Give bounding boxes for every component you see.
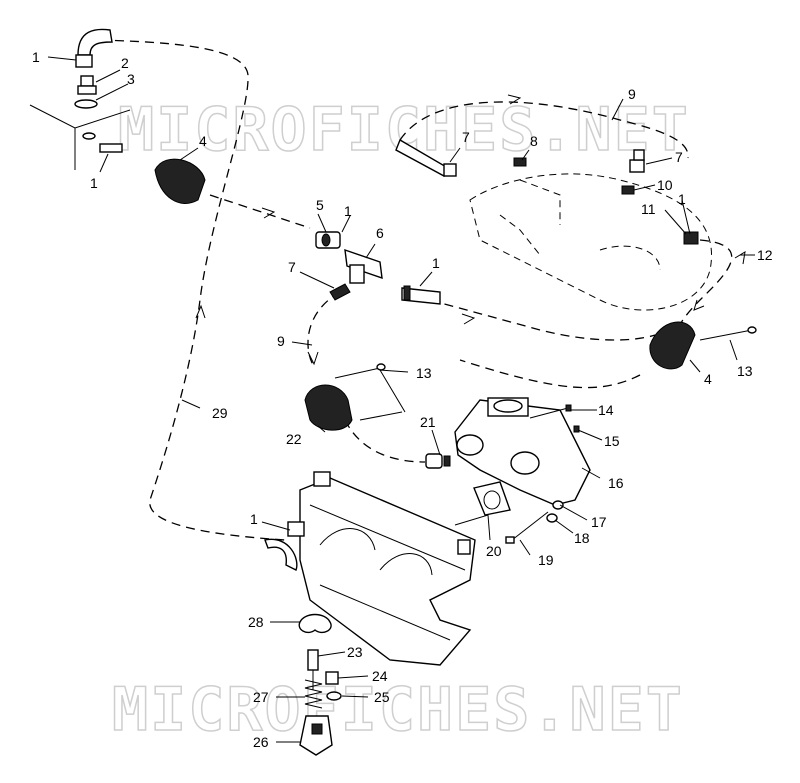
- callout-21: 21: [420, 414, 436, 430]
- callout-19: 19: [538, 552, 554, 568]
- part-28-gasket: [298, 613, 332, 634]
- part-17-washer: [552, 500, 564, 510]
- part-7-elbow-left: [329, 283, 351, 301]
- part-4-hose-right: [649, 321, 696, 370]
- part-1-hose-lower: [264, 521, 305, 571]
- callout-6: 6: [376, 225, 384, 241]
- callout-9: 9: [277, 333, 285, 349]
- part-1-nipple: [82, 132, 123, 153]
- callout-13: 13: [737, 363, 753, 379]
- part-4-hose-upper: [154, 158, 206, 204]
- part-21-fitting: [425, 453, 451, 469]
- callout-8: 8: [530, 133, 538, 149]
- callout-1: 1: [678, 191, 686, 207]
- callout-26: 26: [253, 734, 269, 750]
- part-7-elbow-right: [629, 149, 645, 173]
- part-25-oring: [326, 691, 342, 701]
- callout-labels: 1 2 3 4 1 5 1 6 7 1 9 7 8 7 10 11 1 12 9…: [32, 49, 773, 750]
- callout-22: 22: [286, 431, 302, 447]
- callout-1: 1: [344, 203, 352, 219]
- callout-17: 17: [591, 514, 607, 530]
- hose-routing-lines: [99, 39, 746, 541]
- callout-28: 28: [248, 614, 264, 630]
- callout-1: 1: [432, 255, 440, 271]
- callout-24: 24: [372, 668, 388, 684]
- watermark-bottom: MICROFICHES.NET: [112, 675, 684, 745]
- part-3-washer: [74, 99, 98, 109]
- part-1-elbow-hose: [75, 28, 113, 68]
- callout-7: 7: [288, 259, 296, 275]
- leader-lines: [47, 56, 755, 743]
- callout-1: 1: [250, 511, 258, 527]
- callout-2: 2: [121, 55, 129, 71]
- callout-9: 9: [628, 86, 636, 102]
- part-5-clamp: [315, 231, 341, 249]
- part-16-exhaust-manifold: [454, 397, 591, 506]
- callout-1: 1: [32, 49, 40, 65]
- callout-23: 23: [347, 644, 363, 660]
- part-13-tie-right: [699, 326, 757, 341]
- callout-15: 15: [604, 433, 620, 449]
- part-10-valve: [621, 185, 635, 195]
- cylinder-head-ghost: [469, 173, 712, 311]
- part-11-elbow: [683, 231, 699, 245]
- intake-manifold-block: [299, 471, 476, 666]
- part-20-gasket: [473, 481, 511, 516]
- part-27-spring: [304, 679, 323, 709]
- part-24-screw: [325, 671, 339, 685]
- part-2-fitting: [77, 75, 97, 95]
- callout-16: 16: [608, 475, 624, 491]
- part-1-hose-center: [401, 285, 441, 305]
- callout-20: 20: [486, 543, 502, 559]
- callout-27: 27: [253, 689, 269, 705]
- callout-1: 1: [90, 175, 98, 191]
- part-22-hose: [304, 384, 353, 431]
- callout-12: 12: [757, 247, 773, 263]
- part-8-fitting: [513, 157, 527, 167]
- part-19-long-bolt: [505, 511, 549, 544]
- callout-7: 7: [675, 149, 683, 165]
- part-7-hose-upper: [395, 138, 457, 177]
- part-6-tee-fitting: [344, 248, 383, 284]
- callout-5: 5: [316, 197, 324, 213]
- callout-11: 11: [641, 201, 656, 217]
- callout-25: 25: [374, 689, 390, 705]
- tank-outline: [29, 104, 131, 170]
- callout-3: 3: [127, 71, 135, 87]
- part-23-needle: [307, 649, 319, 690]
- part-26-sender: [299, 715, 333, 756]
- part-18-washer: [546, 513, 558, 523]
- part-15-bolt: [573, 425, 580, 433]
- callout-13: 13: [416, 365, 432, 381]
- part-14-bolt: [529, 404, 572, 419]
- callout-7: 7: [462, 129, 470, 145]
- callout-4: 4: [704, 371, 712, 387]
- callout-18: 18: [574, 530, 590, 546]
- callout-29: 29: [212, 405, 228, 421]
- callout-14: 14: [598, 402, 614, 418]
- callout-4: 4: [199, 133, 207, 149]
- callout-10: 10: [657, 177, 673, 193]
